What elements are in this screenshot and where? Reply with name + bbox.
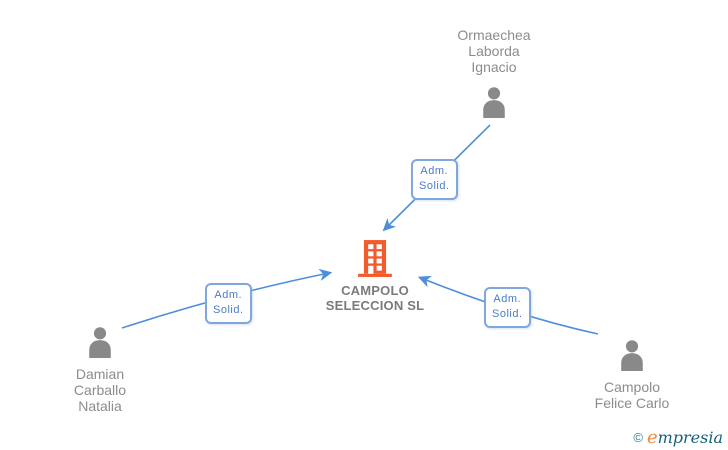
edge-label-adm-solid-right: Adm. Solid. — [484, 287, 531, 328]
building-icon — [356, 240, 394, 282]
person-node-ormaechea[interactable]: Ormaechea Laborda Ignacio — [434, 27, 554, 123]
brand-letter-e: e — [646, 427, 658, 448]
person-icon — [477, 84, 511, 123]
person-node-campolo-felice[interactable]: Campolo Felice Carlo — [572, 337, 692, 411]
person-node-damian[interactable]: Damian Carballo Natalia — [40, 324, 160, 414]
edge-label-adm-solid-left: Adm. Solid. — [205, 283, 252, 324]
company-node-campolo-seleccion[interactable]: CAMPOLO SELECCION SL — [309, 239, 441, 313]
company-name: CAMPOLO SELECCION SL — [325, 283, 425, 313]
edge-label-adm-solid-top: Adm. Solid. — [411, 159, 458, 200]
person-name: Campolo Felice Carlo — [594, 379, 670, 411]
empresia-logo[interactable]: ©empresia — [633, 429, 723, 447]
person-name: Ormaechea Laborda Ignacio — [457, 27, 531, 75]
person-icon — [615, 337, 649, 376]
copyright-symbol: © — [633, 430, 643, 445]
person-name: Damian Carballo Natalia — [73, 366, 127, 414]
person-icon — [83, 324, 117, 363]
brand-text: mpresia — [657, 428, 723, 447]
